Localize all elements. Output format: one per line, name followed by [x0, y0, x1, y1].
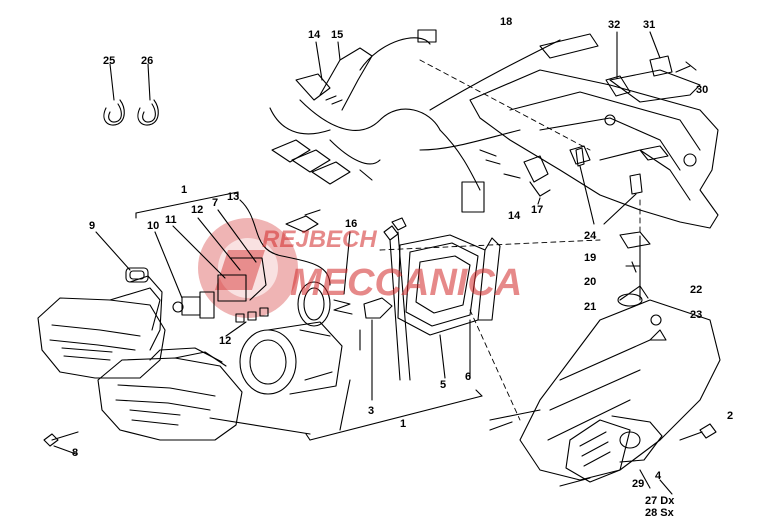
- headlight-right: [97, 347, 243, 441]
- label-5: 5: [440, 379, 447, 391]
- label-10: 10: [147, 220, 160, 232]
- label-17: 17: [531, 204, 544, 216]
- headlight-left: [37, 275, 166, 379]
- guide-lines: [379, 59, 641, 421]
- watermark-text-2: MECCANICA: [290, 262, 523, 304]
- adjuster-3: [359, 297, 393, 401]
- label-4: 4: [655, 470, 662, 482]
- label-31: 31: [643, 19, 656, 31]
- label-9: 9: [89, 220, 96, 232]
- reflector-ring: [297, 231, 353, 327]
- label-11: 11: [165, 214, 177, 226]
- lower-fairing: [519, 299, 721, 481]
- spacers-24: [575, 147, 643, 225]
- label-28-sx: 28 Sx: [645, 507, 674, 519]
- label-12-top: 12: [191, 204, 204, 216]
- label-12-bottom: 12: [219, 335, 232, 347]
- label-8: 8: [72, 447, 79, 459]
- label-7: 7: [212, 197, 219, 209]
- headlamp-body: [239, 321, 343, 395]
- mount-19-21: [617, 231, 651, 307]
- label-27-dx: 27 Dx: [645, 495, 675, 507]
- label-32: 32: [608, 19, 621, 31]
- label-23: 23: [690, 309, 703, 321]
- label-14-mid: 14: [508, 210, 521, 222]
- label-1-bottom: 1: [400, 418, 407, 430]
- label-2: 2: [727, 410, 734, 422]
- label-25: 25: [103, 55, 116, 67]
- label-13: 13: [227, 191, 240, 203]
- bracket-1-top: [135, 191, 239, 219]
- label-24: 24: [584, 230, 597, 242]
- frame-5-6: [383, 217, 501, 381]
- label-18: 18: [500, 16, 513, 28]
- label-14-top: 14: [308, 29, 321, 41]
- fairing-bracket: [469, 69, 719, 229]
- label-1-top: 1: [181, 184, 188, 196]
- bracket-30-32: [605, 31, 701, 103]
- clip-26: [137, 63, 159, 126]
- label-16: 16: [345, 218, 358, 230]
- label-15: 15: [331, 29, 344, 41]
- screw-8: [43, 431, 79, 455]
- watermark-logo: [198, 218, 298, 318]
- grommet-9: [95, 231, 149, 283]
- label-29: 29: [632, 478, 645, 490]
- label-21: 21: [584, 301, 597, 313]
- turn-signal: [489, 409, 717, 495]
- clamp-17: [503, 155, 551, 205]
- bracket-1-bottom: [209, 379, 483, 441]
- label-6: 6: [465, 371, 472, 383]
- watermark-text-1: REJBECH: [262, 226, 377, 253]
- connector-14-15: [315, 41, 343, 105]
- bulb-10: [154, 231, 215, 319]
- label-26: 26: [141, 55, 154, 67]
- wire-13: [239, 199, 331, 286]
- clip-25: [103, 63, 125, 126]
- socket-assembly: [172, 209, 269, 337]
- label-20: 20: [584, 276, 597, 288]
- label-19: 19: [584, 252, 597, 264]
- label-3: 3: [368, 405, 375, 417]
- wiring-harness: [269, 29, 599, 213]
- label-30: 30: [696, 84, 709, 96]
- label-22: 22: [690, 284, 703, 296]
